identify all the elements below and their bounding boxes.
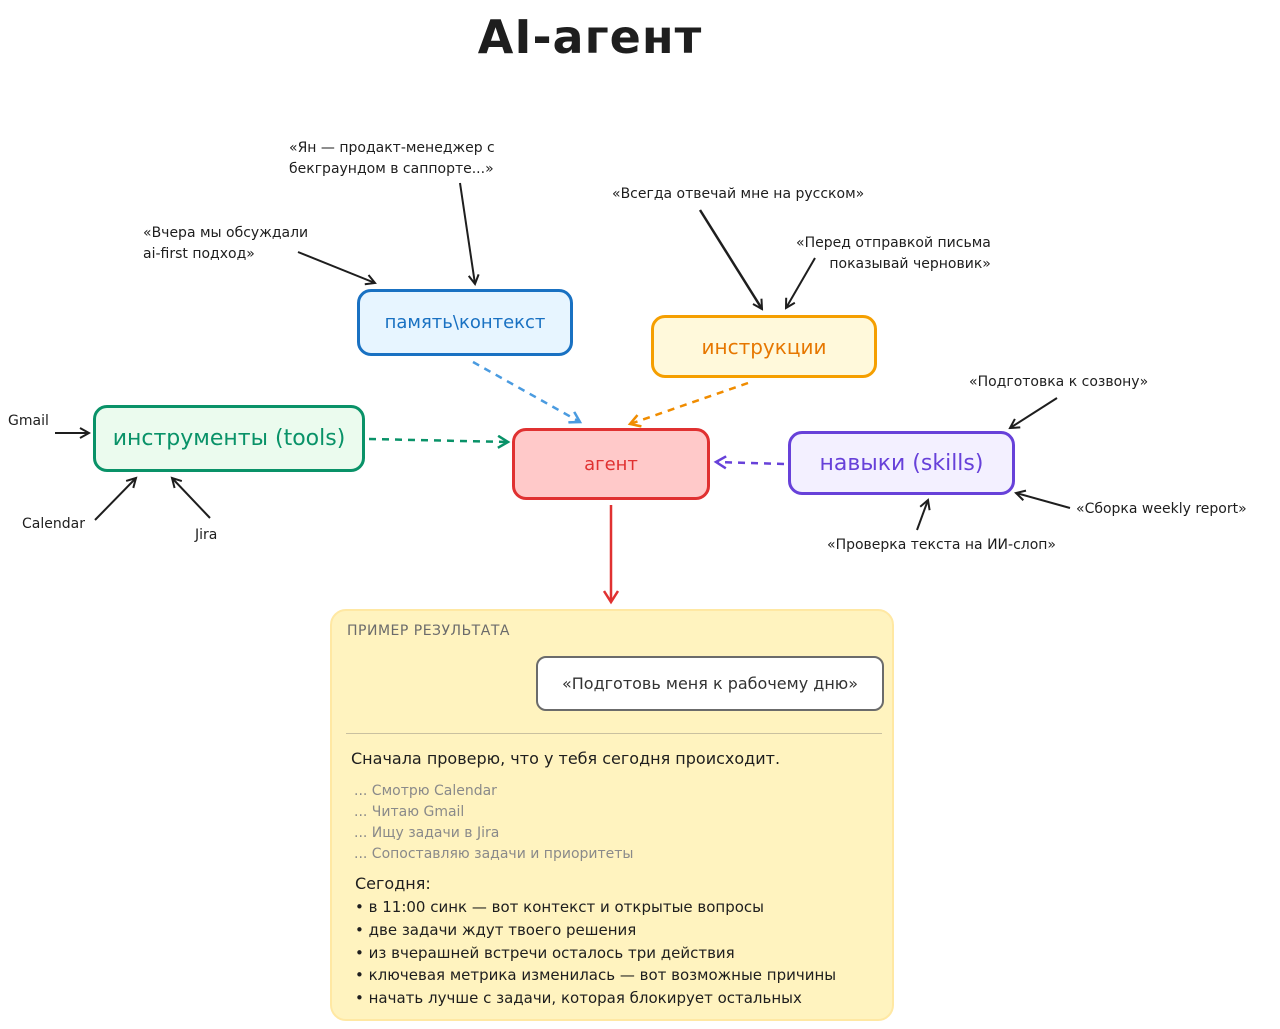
list-item: начать лучше с задачи, которая блокирует…	[355, 987, 836, 1010]
note-instr-draft: «Перед отправкой письма показывай чернов…	[796, 233, 991, 275]
arrow-skills-to-agent	[716, 462, 785, 464]
list-item: ключевая метрика изменилась — вот возмож…	[355, 964, 837, 987]
today-label: Сегодня:	[355, 874, 431, 893]
list-item: в 11:00 синк — вот контекст и открытые в…	[355, 896, 836, 919]
agent-intro-text: Сначала проверю, что у тебя сегодня прои…	[351, 749, 781, 768]
note-skill-call: «Подготовка к созвону»	[969, 374, 1149, 390]
note-skill-check: «Проверка текста на ИИ-слоп»	[827, 537, 1056, 553]
list-item: ... Смотрю Calendar	[354, 783, 497, 799]
arrow-instr-to-agent	[630, 381, 749, 424]
divider	[346, 733, 882, 734]
arrow-memory-to-agent	[472, 360, 580, 422]
diagram-title: AI-агент	[477, 10, 703, 64]
arrow-weekly-to-skills	[1016, 493, 1071, 509]
node-agent: агент	[512, 428, 710, 500]
list-item: из вчерашней встречи осталось три действ…	[355, 942, 836, 965]
result-example-panel: ПРИМЕР РЕЗУЛЬТАТА «Подготовь меня к рабо…	[330, 609, 894, 1021]
note-instr-russian: «Всегда отвечай мне на русском»	[612, 186, 865, 202]
arrow-jira-to-tools	[172, 478, 211, 519]
node-memory-context: память\контекст	[357, 289, 573, 356]
note-line: ai-first подход»	[143, 246, 255, 262]
arrow-yesterday-to-memory	[297, 251, 375, 283]
note-tool-gmail: Gmail	[8, 413, 49, 429]
note-memory-yesterday: «Вчера мы обсуждали ai-first подход»	[143, 223, 308, 265]
list-item: ... Читаю Gmail	[354, 804, 465, 820]
note-line: показывай черновик»	[829, 256, 991, 272]
note-skill-weekly: «Сборка weekly report»	[1076, 501, 1247, 517]
today-list: в 11:00 синк — вот контекст и открытые в…	[355, 896, 837, 1010]
result-heading: ПРИМЕР РЕЗУЛЬТАТА	[347, 623, 510, 639]
note-tool-jira: Jira	[195, 527, 218, 543]
arrow-tools-to-agent	[368, 439, 508, 442]
node-instructions: инструкции	[651, 315, 877, 378]
agent-steps-list: ... Смотрю Calendar ... Читаю Gmail ... …	[354, 781, 633, 865]
note-memory-persona: «Ян — продакт-менеджер с бекграундом в с…	[289, 138, 495, 180]
arrow-check-to-skills	[916, 500, 928, 531]
arrow-russian-to-instr	[698, 209, 762, 309]
node-skills: навыки (skills)	[788, 431, 1015, 495]
arrow-draft-to-instr	[786, 257, 816, 308]
note-line: бекграундом в саппорте...»	[289, 161, 494, 177]
list-item: ... Ищу задачи в Jira	[354, 825, 500, 841]
note-line: «Ян — продакт-менеджер с	[289, 140, 495, 156]
arrow-calendar-to-tools	[94, 478, 136, 521]
note-line: «Перед отправкой письма	[796, 235, 991, 251]
note-line: «Вчера мы обсуждали	[143, 225, 309, 241]
note-tool-calendar: Calendar	[22, 516, 85, 532]
arrow-persona-to-memory	[459, 182, 475, 284]
list-item: две задачи ждут твоего решения	[355, 919, 836, 942]
node-tools: инструменты (tools)	[93, 405, 365, 472]
list-item: ... Сопоставляю задачи и приоритеты	[354, 846, 634, 862]
user-request-bubble: «Подготовь меня к рабочему дню»	[536, 656, 884, 711]
arrow-call-to-skills	[1010, 397, 1058, 428]
